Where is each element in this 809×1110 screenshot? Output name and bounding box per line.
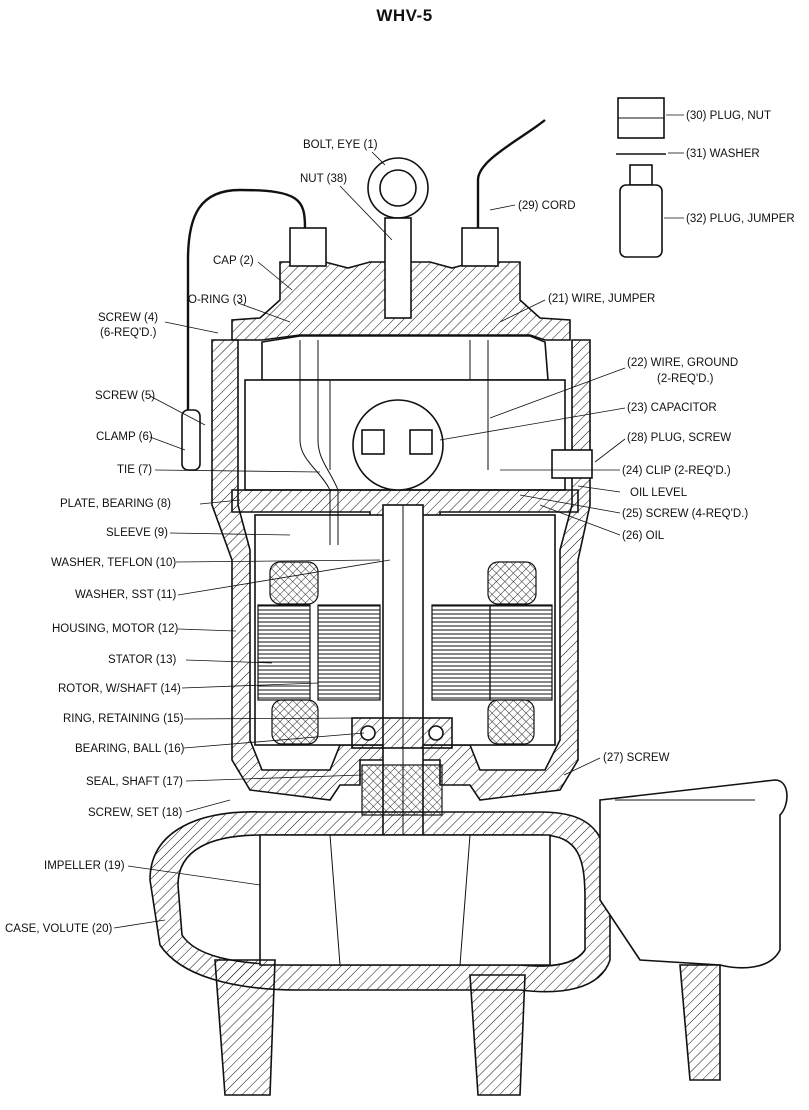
label-rotor: ROTOR, W/SHAFT (14) [58, 683, 181, 695]
label-cap: CAP (2) [213, 255, 254, 267]
winding-bottom-right [487, 699, 535, 745]
plug-screw [551, 449, 593, 479]
label-wire-ground-qty: (2-REQ'D.) [657, 373, 714, 385]
motor-housing [211, 339, 591, 801]
leg-left [214, 959, 276, 1096]
label-screw-27: (27) SCREW [603, 752, 670, 764]
label-o-ring: O-RING (3) [188, 294, 247, 306]
stator [257, 604, 311, 701]
winding-top-right [487, 561, 537, 605]
label-seal-shaft: SEAL, SHAFT (17) [86, 776, 183, 788]
label-washer-teflon: WASHER, TEFLON (10) [51, 557, 176, 569]
label-clamp: CLAMP (6) [96, 431, 153, 443]
label-ring-retaining: RING, RETAINING (15) [63, 713, 184, 725]
discharge [599, 779, 788, 969]
label-nut: NUT (38) [300, 173, 347, 185]
plug-assembly [616, 97, 666, 258]
label-wire-ground: (22) WIRE, GROUND [627, 357, 738, 369]
label-screw-25: (25) SCREW (4-REQ'D.) [622, 508, 748, 520]
label-sleeve: SLEEVE (9) [106, 527, 168, 539]
label-bolt-eye: BOLT, EYE (1) [303, 139, 378, 151]
label-wire-jumper: (21) WIRE, JUMPER [548, 293, 655, 305]
plug-jumper [619, 184, 663, 258]
wires [299, 340, 489, 545]
label-plug-nut: (30) PLUG, NUT [686, 110, 771, 122]
label-cord: (29) CORD [518, 200, 576, 212]
label-bearing-ball: BEARING, BALL (16) [75, 743, 185, 755]
label-screw-4-qty: (6-REQ'D.) [100, 327, 157, 339]
winding-top-left [269, 561, 319, 605]
part-labels: BOLT, EYE (1) NUT (38) (29) CORD (30) PL… [5, 110, 795, 935]
clamp [181, 409, 201, 471]
label-plug-screw: (28) PLUG, SCREW [627, 432, 731, 444]
label-stator: STATOR (13) [108, 654, 177, 666]
label-impeller: IMPELLER (19) [44, 860, 125, 872]
cord-fitting-right [461, 227, 499, 267]
label-screw-4: SCREW (4) [98, 312, 158, 324]
leader-lines [113, 114, 684, 929]
label-housing-motor: HOUSING, MOTOR (12) [52, 623, 178, 635]
label-washer-31: (31) WASHER [686, 148, 760, 160]
label-plate-bearing: PLATE, BEARING (8) [60, 498, 171, 510]
label-capacitor: (23) CAPACITOR [627, 402, 717, 414]
label-oil: (26) OIL [622, 530, 665, 542]
label-clip: (24) CLIP (2-REQ'D.) [622, 465, 731, 477]
cord [476, 119, 546, 228]
leg-right [469, 974, 526, 1096]
label-plug-jumper: (32) PLUG, JUMPER [686, 213, 795, 225]
label-washer-sst: WASHER, SST (11) [75, 589, 177, 601]
label-case-volute: CASE, VOLUTE (20) [5, 923, 113, 935]
label-oil-level: OIL LEVEL [630, 487, 688, 499]
winding-bottom-left [271, 699, 319, 745]
impeller [259, 834, 551, 966]
diagram-title: WHV-5 [376, 6, 433, 25]
shaft-seal [361, 764, 443, 816]
label-screw-set: SCREW, SET (18) [88, 807, 183, 819]
pump-body [149, 119, 788, 1096]
label-screw-5: SCREW (5) [95, 390, 155, 402]
label-tie: TIE (7) [117, 464, 152, 476]
capacitor [352, 399, 444, 491]
cord-fitting-left [289, 227, 327, 267]
eye-bolt [367, 157, 429, 219]
